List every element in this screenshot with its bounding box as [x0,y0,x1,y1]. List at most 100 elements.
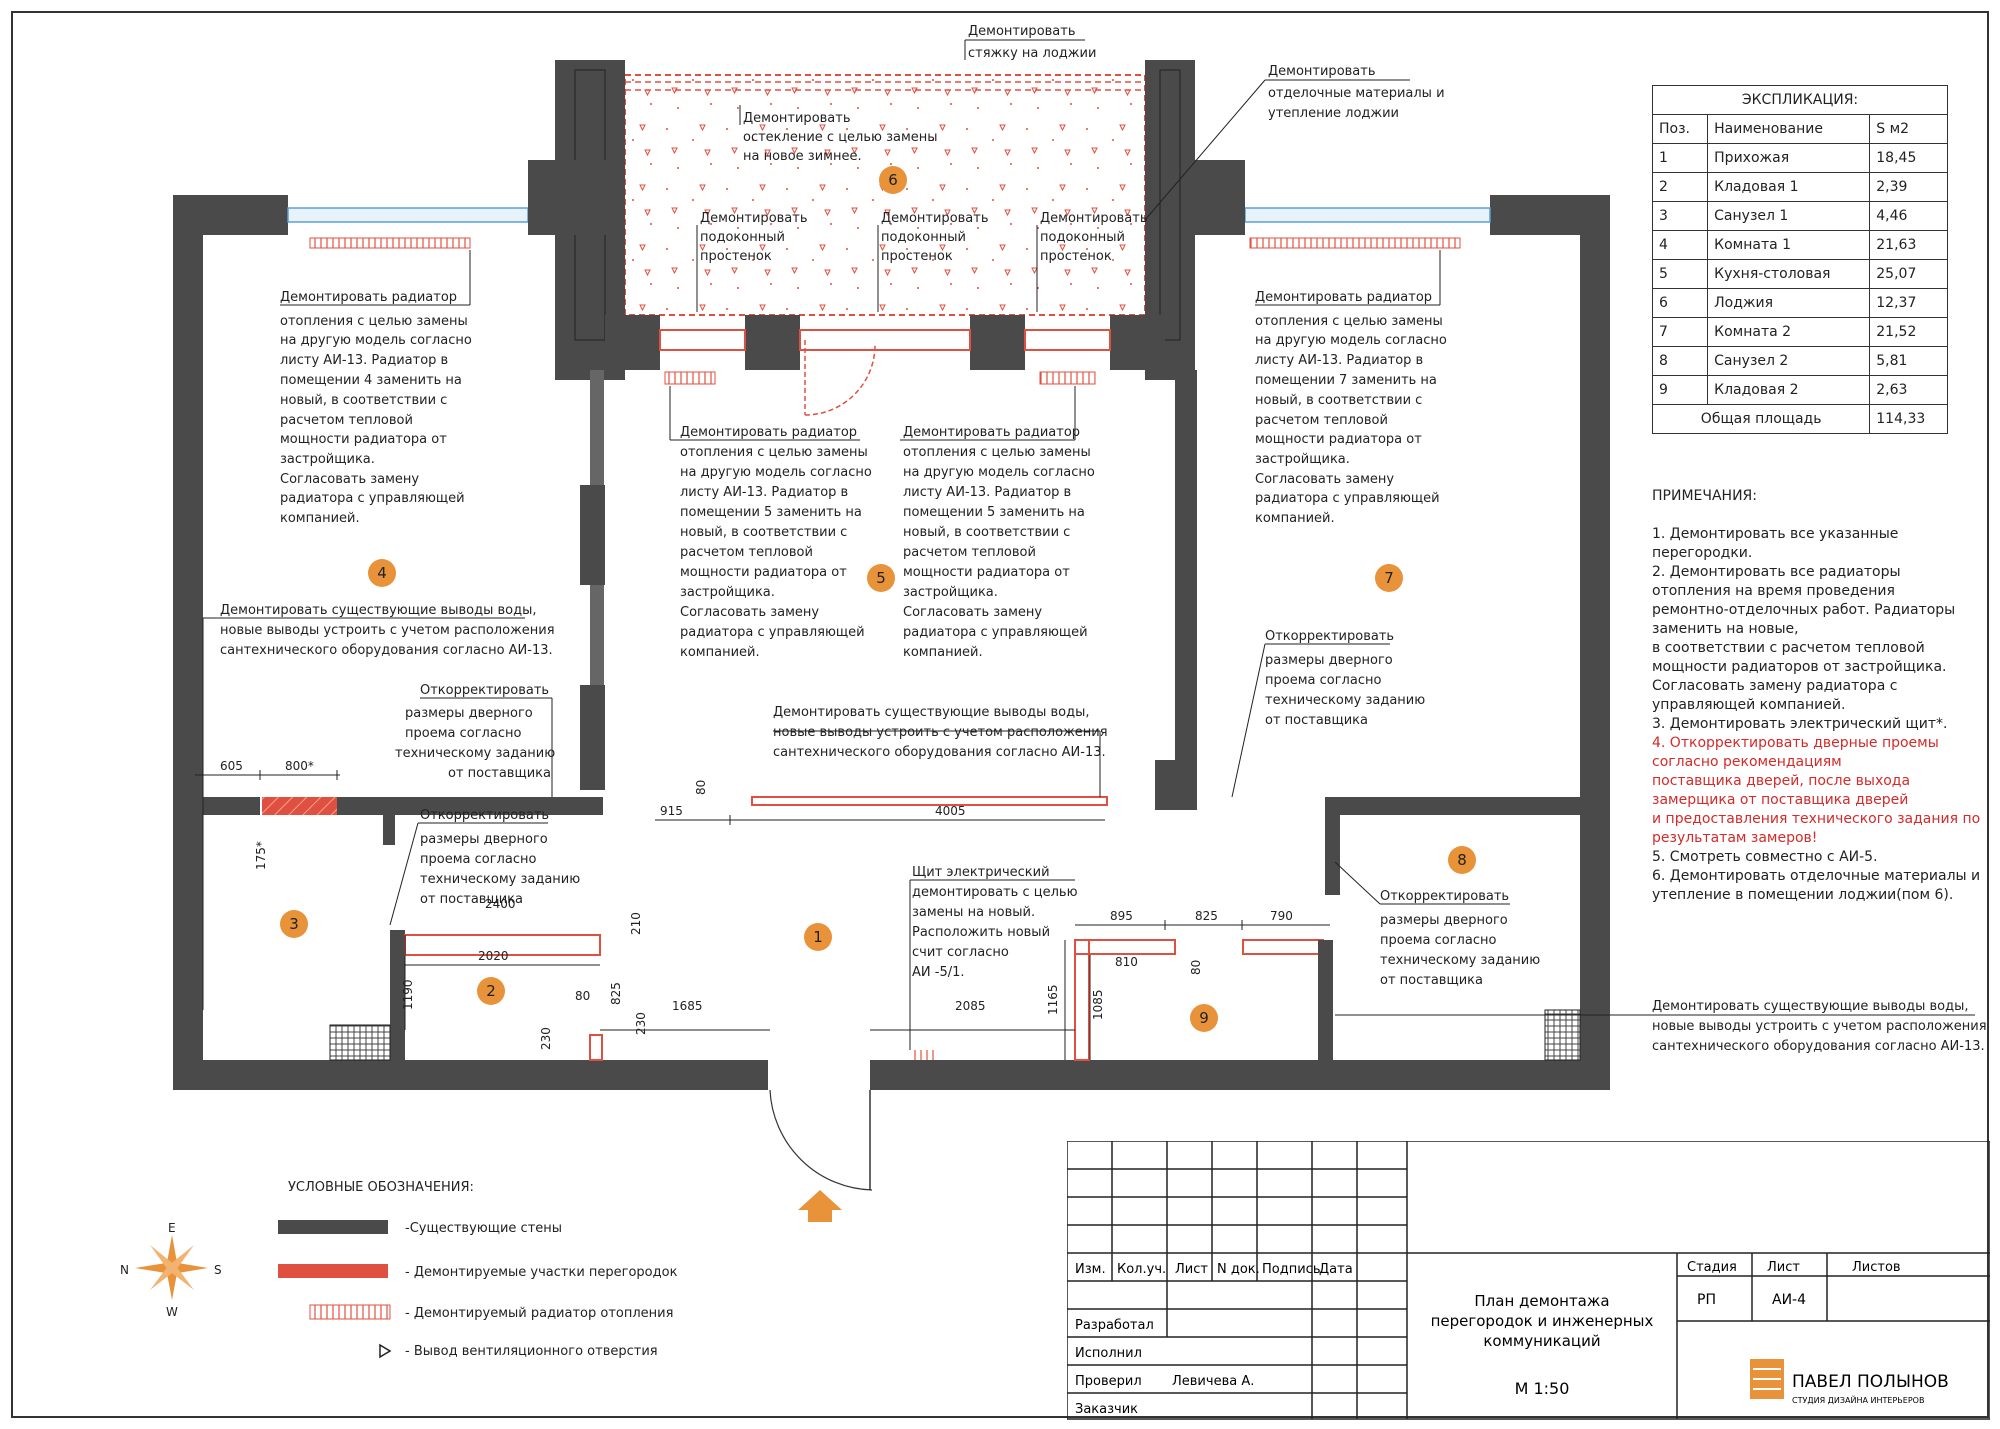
svg-text:простенок: простенок [1040,249,1112,264]
wall-bottom-right [870,1060,1610,1090]
svg-text:техническому заданию: техническому заданию [1380,953,1540,968]
annotation-door-2: Откорректировать размеры дверного проема… [389,808,580,926]
note-item: 2. Демонтировать все радиаторы отопления… [1652,564,1901,599]
svg-text:на другую модель согласно: на другую модель согласно [680,465,872,480]
svg-text:- Вывод вентиляционного отверс: - Вывод вентиляционного отверстия [405,1344,658,1359]
svg-text:Демонтировать существующие выв: Демонтировать существующие выводы воды, [220,603,537,618]
room-markers: 6 4 5 7 3 1 2 8 9 [280,166,1476,1032]
svg-text:размеры дверного: размеры дверного [1380,913,1508,928]
svg-text:АИ -5/1.: АИ -5/1. [912,965,965,980]
window-room4 [287,207,529,223]
svg-text:Щит электрический: Щит электрический [912,865,1050,880]
svg-text:W: W [166,1305,178,1319]
radiator-room5-right [1039,371,1096,385]
svg-text:3: 3 [289,915,299,933]
radiator-room5-left [664,371,716,385]
svg-text:отопления с целью замены: отопления с целью замены [280,314,468,329]
svg-text:Проверил: Проверил [1075,1374,1142,1389]
annotation-sill-2: Демонтировать подоконный простенок [877,211,989,312]
svg-text:Демонтировать существующие выв: Демонтировать существующие выводы воды, [773,705,1090,720]
svg-text:80: 80 [694,780,708,795]
total-row: Общая площадь 114,33 [1651,404,1948,434]
svg-text:на другую модель согласно: на другую модель согласно [903,465,1095,480]
wall-5-7 [1175,370,1197,810]
svg-text:Демонтировать радиатор: Демонтировать радиатор [903,425,1080,440]
svg-text:коммуникаций: коммуникаций [1483,1332,1600,1350]
svg-text:4: 4 [377,564,387,582]
svg-text:Демонтировать: Демонтировать [968,24,1076,39]
svg-text:расчетом тепловой: расчетом тепловой [280,413,413,428]
svg-text:Листов: Листов [1852,1260,1901,1275]
legend: УСЛОВНЫЕ ОБОЗНАЧЕНИЯ: -Существующие стен… [278,1180,678,1359]
annotation-panel: Щит электрический демонтировать с целью … [909,865,1078,1050]
svg-text:1685: 1685 [672,999,703,1013]
notes-block: ПРИМЕЧАНИЯ: 1. Демонтировать все указанн… [1652,487,1982,905]
svg-text:листу АИ-13. Радиатор в: листу АИ-13. Радиатор в [280,353,448,368]
svg-text:Разработал: Разработал [1075,1318,1154,1333]
svg-text:Откорректировать: Откорректировать [420,683,549,698]
note-item: в соответствии с расчетом тепловой мощно… [1652,640,1947,675]
svg-text:новый, в соответствии с: новый, в соответствии с [1255,393,1422,408]
wall-left [173,195,203,1090]
svg-text:утепление лоджии: утепление лоджии [1268,106,1399,121]
svg-text:проема согласно: проема согласно [1265,673,1381,688]
note-item-red: 4. Откорректировать дверные проемы согла… [1652,735,1939,770]
svg-text:расчетом тепловой: расчетом тепловой [680,545,813,560]
svg-text:техническому заданию: техническому заданию [420,872,580,887]
wall-right [1580,195,1610,1090]
window-room7 [1244,207,1491,223]
annotation-door-7: Откорректировать размеры дверного проема… [1231,629,1425,798]
annotation-finish: Демонтировать отделочные материалы и уте… [1144,64,1445,221]
svg-text:новые выводы устроить с учетом: новые выводы устроить с учетом расположе… [773,725,1108,740]
title-block: Изм. Кол.уч. Лист N док. Подпись Дата Ра… [1067,1141,1990,1420]
annotation-radiator7: Демонтировать радиатор отопления с целью… [1255,250,1447,526]
svg-text:Демонтировать радиатор: Демонтировать радиатор [680,425,857,440]
svg-text:Откорректировать: Откорректировать [420,808,549,823]
annotation-door-8: Откорректировать размеры дверного проема… [1334,861,1540,988]
svg-text:счит согласно: счит согласно [912,945,1009,960]
note-item: 6. Демонтировать отделочные материалы и … [1652,868,1981,903]
compass-rose: E N S W [120,1221,222,1319]
svg-text:- Демонтируемый радиатор отопл: - Демонтируемый радиатор отопления [405,1306,673,1321]
svg-text:800*: 800* [285,759,314,773]
svg-text:от поставщика: от поставщика [420,892,523,907]
svg-text:помещении 7 заменить на: помещении 7 заменить на [1255,373,1437,388]
svg-text:СТУДИЯ ДИЗАЙНА ИНТЕРЬЕРОВ: СТУДИЯ ДИЗАЙНА ИНТЕРЬЕРОВ [1792,1394,1924,1405]
annotation-glazing: Демонтировать остекление с целью замены … [739,105,938,164]
annotation-sill-3: Демонтировать подоконный простенок [1036,211,1148,312]
note-item: 5. Смотреть совместно с АИ-5. [1652,849,1878,865]
svg-text:от поставщика: от поставщика [1265,713,1368,728]
svg-text:радиатора с управляющей: радиатора с управляющей [280,491,465,506]
annotation-radiator4: Демонтировать радиатор отопления с целью… [280,250,472,526]
svg-text:230: 230 [539,1027,553,1050]
svg-text:5: 5 [876,569,886,587]
svg-text:825: 825 [1195,909,1218,923]
svg-text:895: 895 [1110,909,1133,923]
svg-text:Изм.: Изм. [1075,1262,1106,1277]
annotation-water-5: Демонтировать существующие выводы воды, … [773,705,1108,797]
svg-text:мощности радиатора от: мощности радиатора от [680,565,847,580]
demolish-door-3 [262,797,337,815]
svg-text:АИ-4: АИ-4 [1772,1292,1806,1308]
svg-text:листу АИ-13. Радиатор в: листу АИ-13. Радиатор в [680,485,848,500]
svg-text:6: 6 [888,171,898,189]
svg-text:застройщика.: застройщика. [903,585,998,600]
svg-text:1085: 1085 [1091,989,1105,1020]
svg-text:Согласовать замену: Согласовать замену [280,472,419,487]
sheet-frame [11,11,1989,1418]
svg-text:проема согласно: проема согласно [1380,933,1496,948]
note-item: 3. Демонтировать электрический щит*. [1652,716,1948,732]
svg-text:стяжку на лоджии: стяжку на лоджии [968,46,1096,61]
svg-text:РП: РП [1697,1292,1716,1308]
svg-text:помещении 5 заменить на: помещении 5 заменить на [903,505,1085,520]
svg-text:застройщика.: застройщика. [280,452,375,467]
svg-text:замены на новый.: замены на новый. [912,905,1035,920]
svg-text:790: 790 [1270,909,1293,923]
